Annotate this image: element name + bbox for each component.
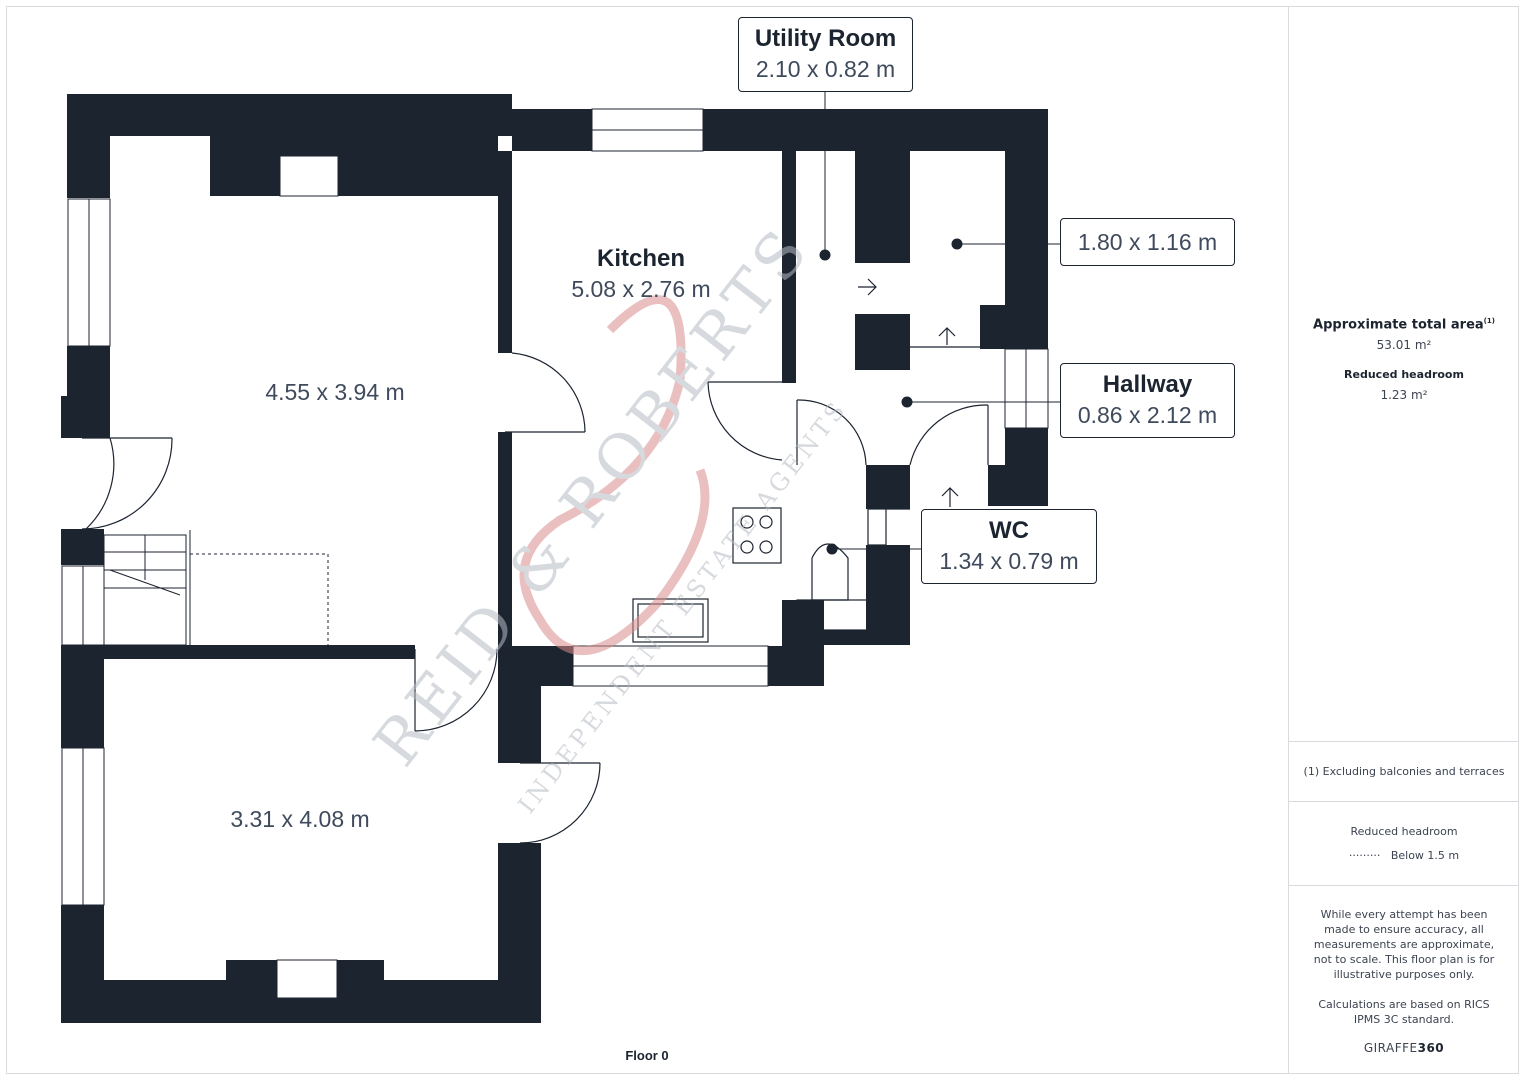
legend-dotted-symbol: ········· <box>1348 849 1381 862</box>
brand-bold: 360 <box>1417 1041 1445 1055</box>
leaders <box>819 92 1060 555</box>
floor-plan: REID & ROBERTS INDEPENDENT ESTATE AGENTS… <box>61 92 1060 1063</box>
stairs <box>103 530 329 646</box>
calc-note: Calculations are based on RICS IPMS 3C s… <box>1318 998 1490 1026</box>
hallway-label: Hallway 0.86 x 2.12 m <box>1060 363 1235 438</box>
brand-light: GIRAFFE <box>1363 1041 1418 1055</box>
headroom-title: Reduced headroom <box>1344 368 1464 382</box>
brand-logo: GIRAFFE360 <box>1305 1041 1503 1056</box>
footnote: (1) Excluding balconies and terraces <box>1303 765 1505 778</box>
disclaimer: While every attempt has been made to ens… <box>1313 908 1495 981</box>
info-sidebar: Approximate total area(1) 53.01 m² Reduc… <box>1288 6 1519 1074</box>
area-value: 53.01 m² <box>1376 338 1432 353</box>
store-label: 1.80 x 1.16 m <box>1060 218 1235 266</box>
windows <box>61 108 1049 999</box>
disclaimer-section: While every attempt has been made to ens… <box>1289 907 1519 1056</box>
utility-room-label: Utility Room 2.10 x 0.82 m <box>738 17 913 92</box>
wc-dims: 1.34 x 0.79 m <box>939 548 1079 574</box>
area-sup: (1) <box>1483 317 1495 325</box>
legend-title: Reduced headroom <box>1350 825 1458 838</box>
doors <box>81 352 989 844</box>
floor-label: Floor 0 <box>625 1048 668 1063</box>
divider <box>1289 885 1519 886</box>
arrows <box>858 278 1005 507</box>
hallway-dims: 0.86 x 2.12 m <box>1077 402 1218 428</box>
utility-room-dims: 2.10 x 0.82 m <box>755 56 896 82</box>
front-room-dims: 3.31 x 4.08 m <box>230 806 369 832</box>
utility-room-name: Utility Room <box>754 25 897 52</box>
kitchen-dims: 5.08 x 2.76 m <box>571 276 710 302</box>
walls <box>61 94 1048 1023</box>
area-title: Approximate total area <box>1313 317 1484 333</box>
area-section: Approximate total area(1) 53.01 m² Reduc… <box>1289 314 1519 403</box>
watermark: REID & ROBERTS INDEPENDENT ESTATE AGENTS <box>359 212 852 818</box>
living-dims: 4.55 x 3.94 m <box>265 379 404 405</box>
legend-section: Reduced headroom ········· Below 1.5 m <box>1289 824 1519 863</box>
divider <box>1289 801 1519 802</box>
hallway-name: Hallway <box>1102 371 1193 398</box>
page-frame <box>6 6 1519 1074</box>
headroom-value: 1.23 m² <box>1380 388 1428 403</box>
divider <box>1289 741 1519 742</box>
wc-label: WC 1.34 x 0.79 m <box>921 509 1097 584</box>
wc-name: WC <box>989 517 1029 544</box>
store-dims: 1.80 x 1.16 m <box>1077 229 1218 255</box>
legend-value: Below 1.5 m <box>1390 849 1460 862</box>
kitchen-name: Kitchen <box>597 245 685 272</box>
